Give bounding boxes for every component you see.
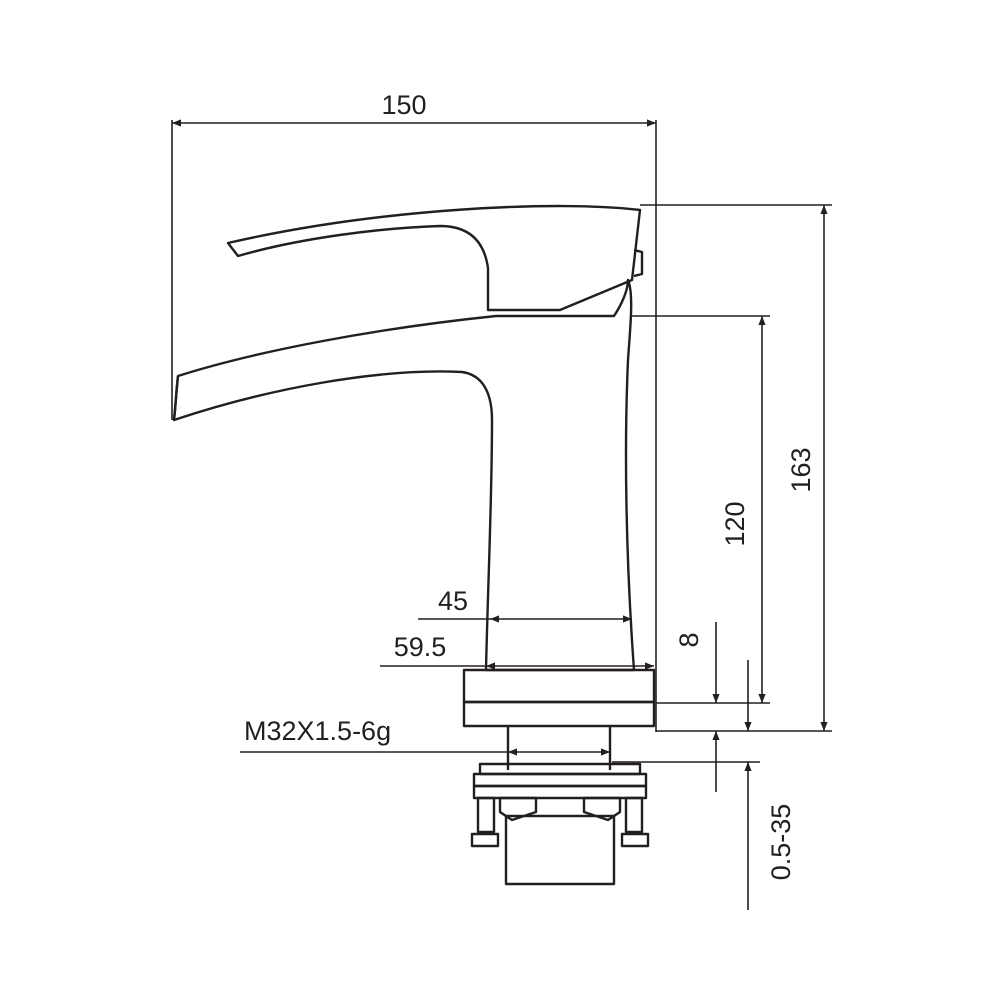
label-total-height: 163	[786, 447, 816, 492]
label-total-length: 150	[381, 90, 426, 120]
label-base-width: 59.5	[394, 632, 447, 662]
label-countertop-range: 0.5-35	[766, 804, 796, 881]
spout-body	[172, 278, 636, 672]
extension-lines	[171, 120, 832, 763]
label-thread: M32X1.5-6g	[244, 716, 391, 746]
label-body-width: 45	[438, 586, 468, 616]
base-ring	[462, 668, 656, 728]
dimension-labels: 150 163 120 45 59.5 8 M32X1.5-6g 0.5-35	[244, 90, 816, 880]
threaded-stud	[506, 726, 612, 770]
faucet-outline	[172, 204, 656, 886]
spout-lip	[172, 375, 180, 421]
lever-handle	[226, 204, 642, 312]
mounting-bracket	[470, 762, 650, 886]
dimension-arrows	[172, 119, 828, 910]
label-spout-height: 120	[720, 501, 750, 546]
handle-knob	[633, 248, 644, 278]
label-base-thickness: 8	[674, 632, 704, 647]
